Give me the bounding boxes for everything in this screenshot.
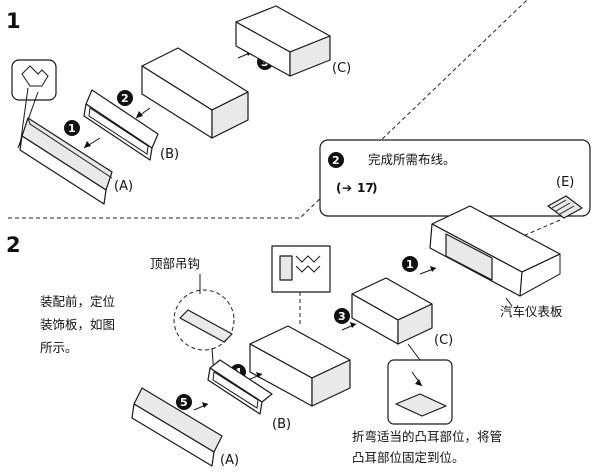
bend-tab-line-1: 折弯适当的凸耳部位，将管: [352, 429, 502, 444]
connector-e-icon: [499, 195, 583, 247]
dashboard-leader: [505, 297, 513, 307]
part-b-label-step2: (B): [272, 417, 291, 432]
svg-text:➔: ➔: [342, 181, 352, 195]
trim-ring-b-step1: [83, 89, 159, 161]
part-c-label-step1: (C): [332, 61, 351, 76]
top-hook-magnifier: [173, 289, 235, 377]
chassis-detail-magnifier: [271, 245, 331, 324]
badge-1-step1: 1: [64, 120, 101, 149]
mount-note-line-3: 所示。: [40, 340, 78, 355]
part-c-label-step2: (C): [434, 333, 453, 348]
svg-text:1: 1: [68, 122, 76, 135]
svg-text:(: (: [336, 181, 341, 195]
svg-text:5: 5: [180, 396, 188, 409]
svg-text:3: 3: [338, 310, 346, 323]
mount-note-line-2: 装饰板，如图: [40, 317, 115, 332]
svg-text:2: 2: [332, 154, 340, 167]
badge-3-step2: 3: [334, 308, 357, 331]
top-hook-label: 顶部吊钩: [150, 256, 200, 271]
mount-note-line-1: 装配前，定位: [40, 294, 115, 309]
badge-2-step1: 2: [117, 90, 151, 119]
callout-page-ref: ( ➔ 17 ): [336, 181, 377, 195]
svg-text:2: 2: [121, 92, 129, 105]
mounting-sleeve-c-step2: [351, 277, 433, 345]
mounting-sleeve-c-step1: [235, 5, 331, 77]
bend-tab-line-2: 凸耳部位固定到位。: [352, 450, 465, 465]
callout-text: 完成所需布线。: [368, 152, 456, 167]
dashboard-label: 汽车仪表板: [500, 304, 563, 319]
svg-text:17: 17: [357, 181, 374, 195]
part-e-label: (E): [556, 175, 574, 190]
part-a-label-step1: (A): [114, 179, 133, 194]
head-unit-step1: [141, 47, 249, 139]
svg-text:): ): [372, 181, 377, 195]
step1-number: 1: [6, 9, 21, 33]
step2-number: 2: [6, 233, 21, 257]
trim-ring-b-step2: [207, 359, 273, 415]
car-dashboard: [429, 205, 561, 297]
part-a-label-step2: (A): [220, 453, 239, 468]
bend-tab-magnifier: [387, 343, 453, 425]
badge-5-step2: 5: [176, 394, 209, 411]
faceplate-a-step1: [19, 117, 113, 205]
part-b-label-step1: (B): [160, 147, 179, 162]
badge-1-step2: 1: [402, 256, 437, 275]
faceplate-a-step2: [131, 387, 223, 467]
head-unit-step2: [249, 325, 351, 407]
svg-text:1: 1: [406, 258, 414, 271]
